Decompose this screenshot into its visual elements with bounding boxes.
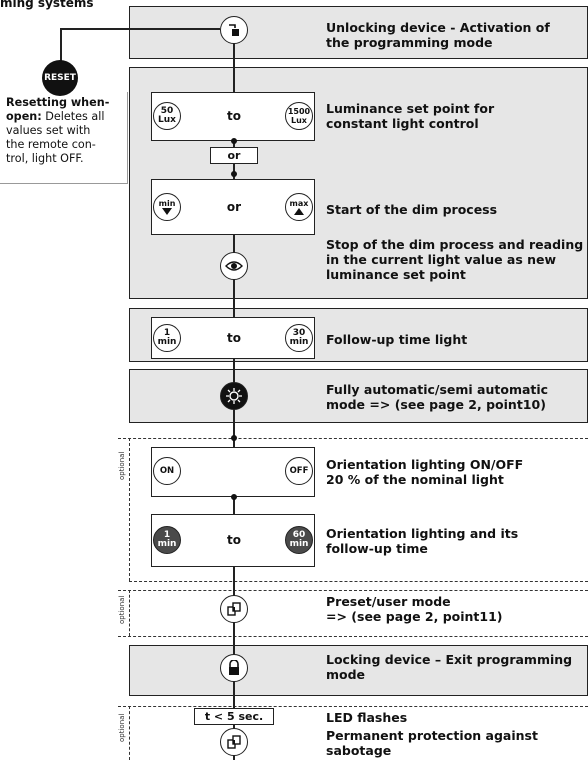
reset-connector (60, 28, 220, 30)
reset-note-line: values set with (6, 124, 91, 137)
reset-note-line: Deletes all (41, 110, 105, 123)
flow-dot (231, 138, 237, 144)
optional-label: optional (118, 451, 126, 480)
reset-note-line: the remote con- (6, 138, 96, 151)
reset-note-line: Resetting when- (6, 96, 110, 109)
optional-label: optional (118, 595, 126, 624)
dim-max-icon: max (285, 193, 313, 221)
orient-off-icon: OFF (285, 457, 313, 485)
or-box: or (210, 147, 258, 164)
preset-desc: Preset/user mode=> (see page 2, point11) (326, 594, 503, 624)
band-auto (129, 369, 588, 423)
reset-note: Resetting when- open: Deletes all values… (0, 92, 128, 184)
protect-lock-icon (220, 728, 248, 756)
orient-time-to: to (227, 533, 241, 547)
optional-border (129, 590, 130, 636)
orient-on-icon: ON (153, 457, 181, 485)
optional-divider (118, 636, 588, 637)
optional-divider (118, 590, 588, 591)
optional-border (129, 438, 130, 581)
flow-dot (231, 494, 237, 500)
reset-note-line: trol, light OFF. (6, 152, 84, 165)
dim-start-desc: Start of the dim process (326, 202, 498, 217)
unlock-key-icon (220, 16, 248, 44)
lock-icon (220, 654, 248, 682)
optional-divider (129, 581, 588, 582)
optional-border (129, 706, 130, 760)
optional-label: optional (118, 713, 126, 742)
flow-dot (231, 171, 237, 177)
optional-divider (118, 438, 588, 439)
sun-icon (220, 382, 248, 410)
followup-to: to (227, 331, 241, 345)
dim-or: or (226, 200, 242, 214)
led-flash-desc: LED flashes (326, 710, 408, 725)
flow-dot (231, 435, 237, 441)
eye-icon (220, 252, 248, 280)
followup-desc: Follow-up time light (326, 332, 468, 347)
optional-divider (118, 706, 588, 707)
luminance-to: to (227, 109, 241, 123)
band-lock (129, 645, 588, 696)
timer-box: t < 5 sec. (194, 708, 274, 725)
reset-connector (60, 28, 62, 72)
dim-min-icon: min (153, 193, 181, 221)
reset-button: RESET (42, 60, 78, 96)
band-unlock (129, 6, 588, 59)
preset-lock-icon (220, 595, 248, 623)
reset-note-line: open: (6, 110, 42, 123)
header-fragment: ming systems (0, 0, 94, 10)
